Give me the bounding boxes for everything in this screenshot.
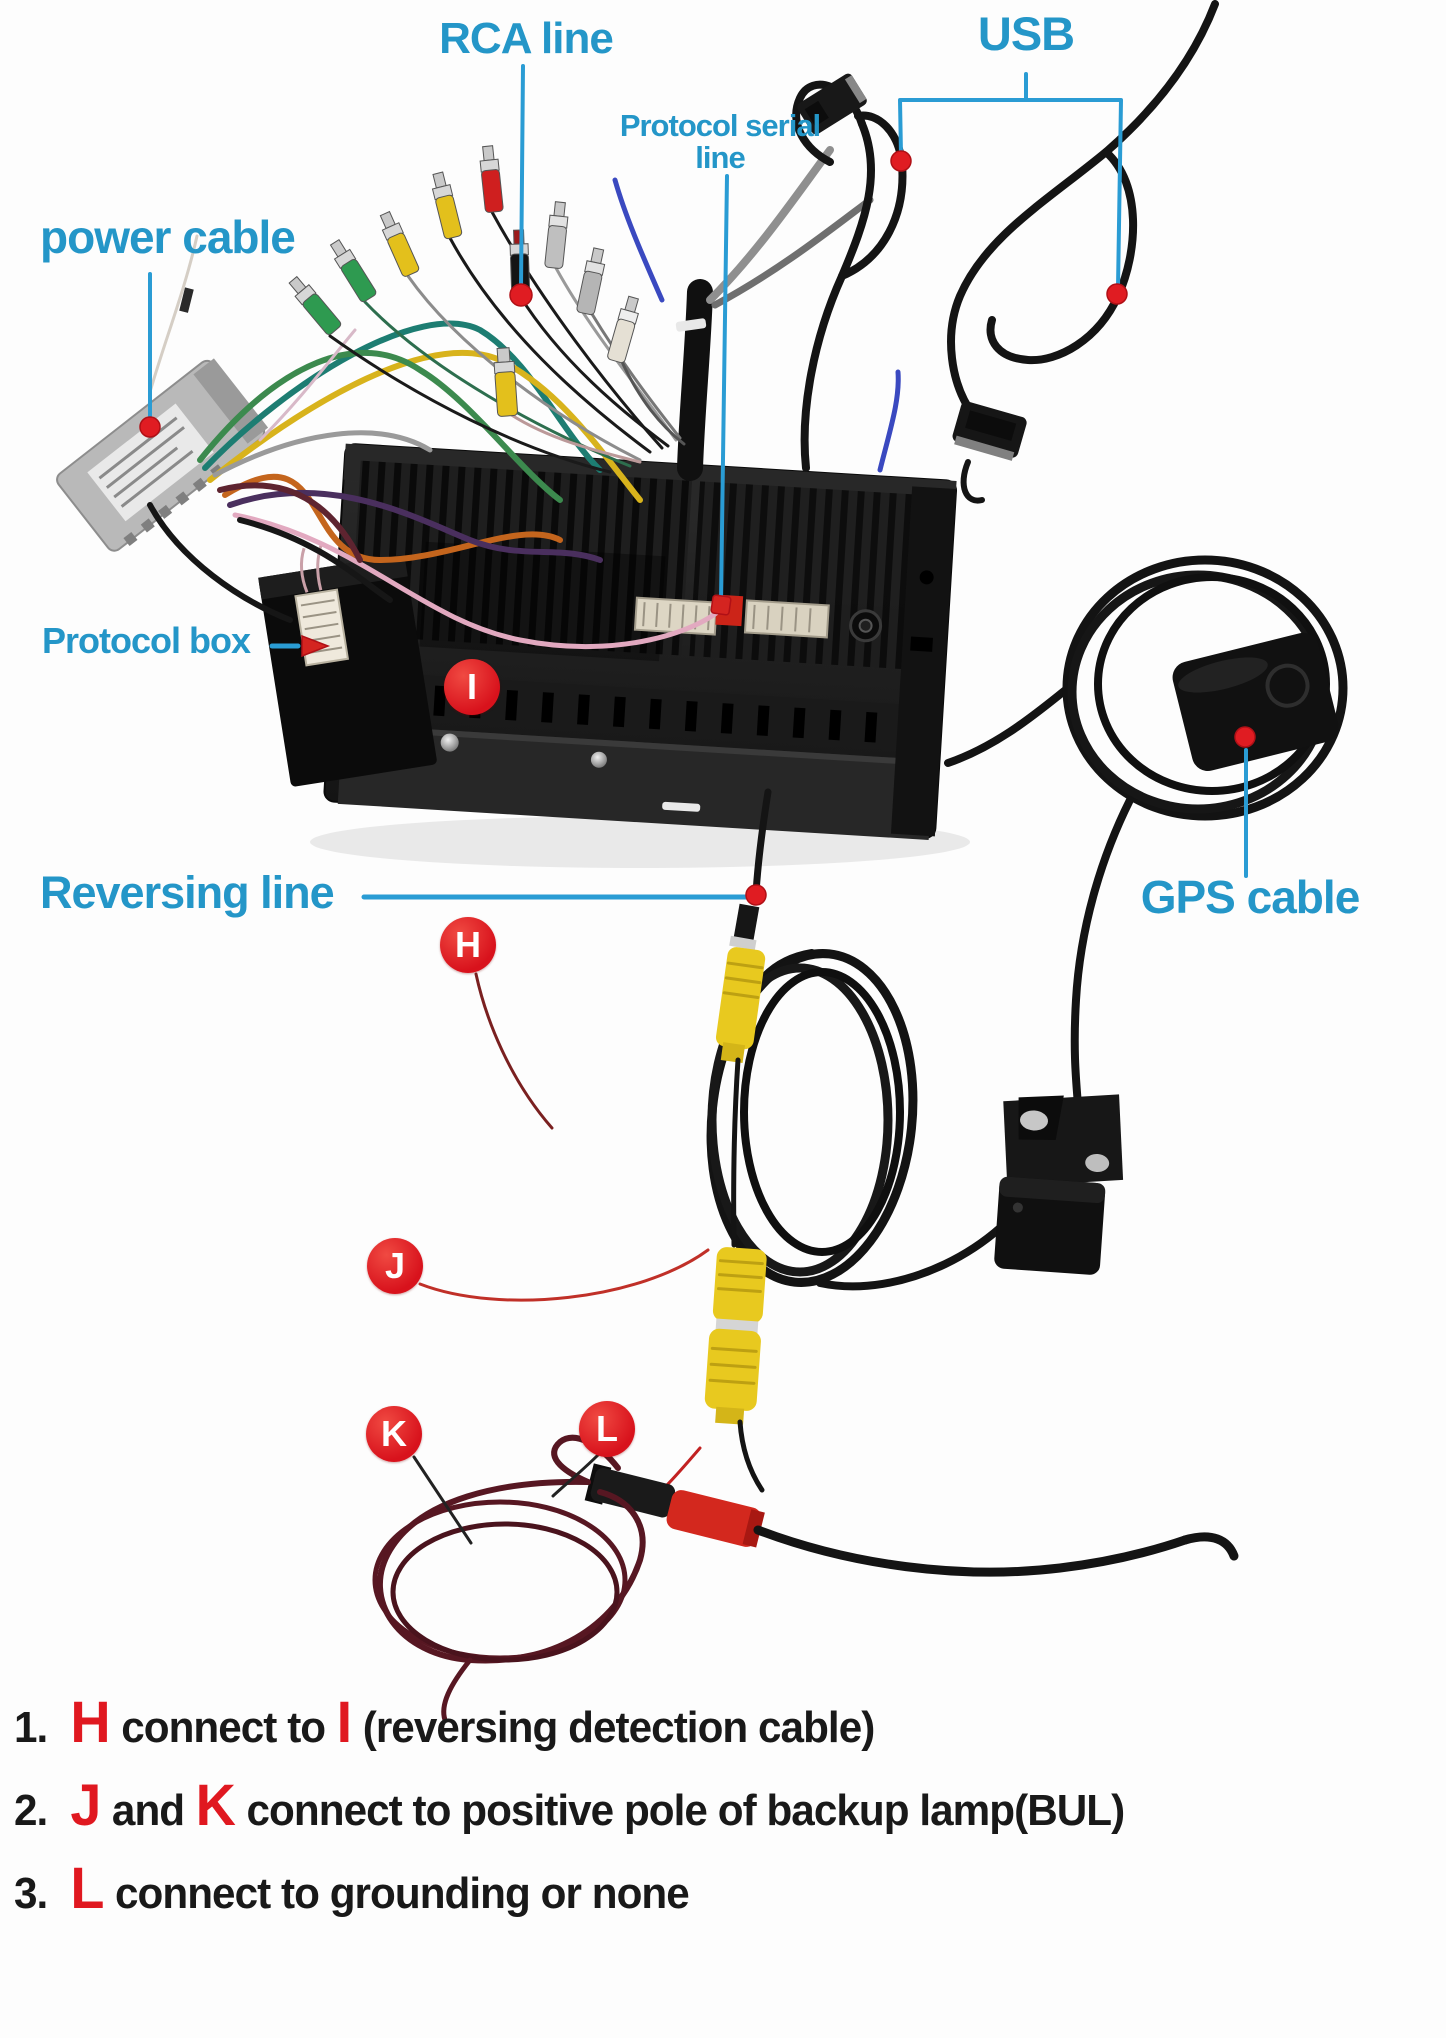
instruction-3: 3. L connect to grounding or none [14,1856,1387,1921]
k-pointer [412,1455,473,1545]
usb-left-dot [890,150,912,172]
cable-bundle [612,146,901,481]
gps-cable-dot [1234,726,1256,748]
marker-j: J [367,1238,423,1294]
instruction-2-letter-k: K [195,1773,236,1838]
protocol-serial-line-label-row1: Protocol serial [619,108,821,143]
instruction-1: 1. H connect to I (reversing detection c… [14,1690,1387,1755]
letter-pointers [412,972,710,1545]
usb-label: USB [977,7,1075,60]
wire-connector-strip [633,596,718,636]
instruction-2-letter-j: J [70,1773,101,1838]
protocol-serial-line-label: Protocol serial line [619,108,821,176]
bracket-hole [1020,1110,1048,1131]
protocol-serial-pointer [719,174,729,602]
gps-assembly [944,555,1348,1109]
reversing-line-label: Reversing line [40,867,335,918]
rca-line-label: RCA line [439,14,614,63]
instruction-1-letter-h: H [70,1690,110,1755]
instruction-3-tail: connect to grounding or none [114,1869,690,1918]
instructions-block: 1. H connect to I (reversing detection c… [14,1690,1444,1949]
usb-pointer-bracket [898,72,1123,290]
rca-line-pointer [519,64,525,290]
marker-i: I [444,659,500,715]
screw [590,751,607,768]
instruction-1-text: connect to [121,1703,326,1752]
cable-tie [675,318,707,332]
protocol-box-label: Protocol box [42,620,251,661]
power-harness-wires [147,234,725,649]
usb-right-dot [1106,283,1128,305]
protocol-serial-line-label-row2: line [695,140,745,176]
bracket-hole [1085,1153,1110,1172]
protocol-serial-dot [710,594,732,616]
h-pointer [474,972,554,1130]
instruction-3-letter-l: L [70,1856,104,1921]
power-plug-red [666,1490,765,1548]
rca-line-dot [509,283,533,307]
instruction-1-tail: (reversing detection cable) [362,1703,876,1752]
usb-connector-right [952,401,1027,461]
marker-l: L [579,1401,635,1457]
instruction-2: 2. J and K connect to positive pole of b… [14,1773,1387,1838]
screw [440,733,459,752]
marker-k: K [366,1406,422,1462]
protocol-box [258,543,437,787]
instruction-2-tail: connect to positive pole of backup lamp(… [246,1786,1126,1835]
reversing-line-dot [745,884,767,906]
gps-cable-label: GPS cable [1140,871,1361,923]
pointer-lines [148,64,1248,900]
instruction-1-letter-i: I [336,1690,353,1755]
instruction-2-text: and [111,1786,185,1835]
reversing-rca-chain [584,788,1239,1577]
instruction-1-number: 1. [14,1703,48,1752]
reversing-camera [994,1094,1124,1275]
rca-coupler-yellow [704,1247,767,1425]
usb-connector-left [797,73,867,135]
wire-connector-strip [743,599,830,639]
protocol-box-arrow [301,634,331,658]
instruction-2-number: 2. [14,1786,48,1835]
l-pointer [551,1452,601,1498]
usb-cables [792,0,1219,504]
marker-h: H [440,917,496,973]
rca-plugs [288,145,640,417]
gps-antenna-puck [1172,632,1339,772]
marker-dots [139,150,1256,906]
j-pointer [418,1248,710,1302]
wire-tag [179,287,194,313]
power-cable-label: power cable [40,211,296,263]
instruction-3-number: 3. [14,1869,48,1918]
power-cable-dot [139,416,161,438]
